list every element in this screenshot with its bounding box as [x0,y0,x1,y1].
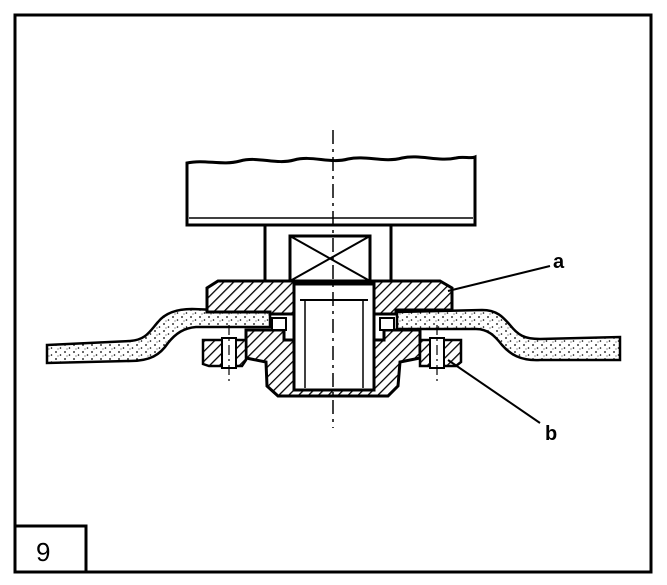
square-drive-cross-2 [289,235,371,282]
leader-line-b [447,359,541,424]
plate-right [395,308,622,362]
spacer-right [379,317,395,331]
leader-line-a [447,265,551,292]
callout-a: a [553,251,565,273]
plate-left [45,307,272,365]
figure-number-box [13,524,88,574]
figure-frame [13,13,653,574]
central-spindle [292,282,376,392]
callout-b: b [545,423,557,445]
figure-number: 9 [36,537,50,567]
spacer-left [271,317,287,331]
upper-block [185,154,477,227]
